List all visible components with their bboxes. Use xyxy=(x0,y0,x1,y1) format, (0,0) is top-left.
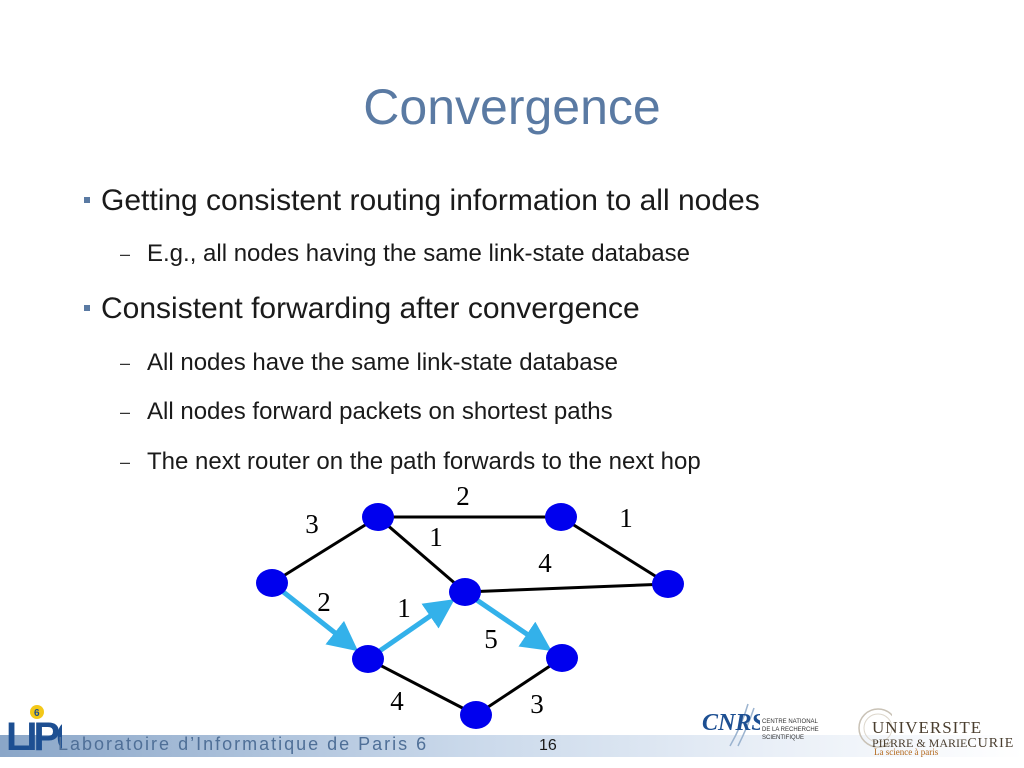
graph-node xyxy=(460,701,492,729)
graph-edge xyxy=(377,515,466,594)
square-bullet-icon xyxy=(84,197,90,203)
graph-edge xyxy=(464,582,669,594)
upmc-tagline: La science à paris xyxy=(874,747,939,757)
lip6-logo: 6 6 LIP6 xyxy=(6,705,62,756)
edge-weight-label: 5 xyxy=(484,624,498,654)
lab-name: Laboratoire d’Informatique de Paris 6 xyxy=(58,734,429,754)
shortest-path-arrow xyxy=(279,588,359,652)
shortest-path-arrow xyxy=(473,596,552,651)
graph-node xyxy=(352,645,384,673)
graph-node xyxy=(362,503,394,531)
svg-text:CNRS: CNRS xyxy=(702,710,760,736)
graph-edge xyxy=(271,515,379,585)
sub-bullet-item: – The next router on the path forwards t… xyxy=(120,448,701,476)
square-bullet-icon xyxy=(84,305,90,311)
sub-bullet-item: – E.g., all nodes having the same link-s… xyxy=(120,240,690,268)
bullet-text: Consistent forwarding after convergence xyxy=(101,292,640,325)
slide-title: Convergence xyxy=(363,79,661,135)
edge-weight-label: 1 xyxy=(619,503,633,533)
bullet-item: Getting consistent routing information t… xyxy=(84,184,760,218)
slide-number: 16 xyxy=(539,737,557,754)
edge-weight-label: 2 xyxy=(317,587,331,617)
shortest-path-arrow xyxy=(376,599,455,655)
edge-weight-label: 3 xyxy=(530,689,544,719)
graph-edge xyxy=(560,515,669,586)
cnrs-logo: CNRS xyxy=(702,703,760,747)
graph-edge xyxy=(367,657,477,717)
graph-node xyxy=(546,644,578,672)
dash-bullet-icon: – xyxy=(120,353,131,373)
graph-edge xyxy=(475,656,563,717)
dash-bullet-icon: – xyxy=(120,402,131,422)
sub-bullet-item: – All nodes have the same link-state dat… xyxy=(120,349,618,377)
edge-weight-label: 4 xyxy=(538,548,552,578)
bullet-item: Consistent forwarding after convergence xyxy=(84,292,640,326)
graph-node xyxy=(449,578,481,606)
graph-node xyxy=(256,569,288,597)
upmc-seal-logo xyxy=(858,708,892,748)
edge-weight-label: 2 xyxy=(456,481,470,511)
sub-bullet-item: – All nodes forward packets on shortest … xyxy=(120,398,613,426)
edge-weight-label: 3 xyxy=(305,509,319,539)
upmc-name: UNIVERSITE xyxy=(872,718,983,737)
edge-weight-label: 1 xyxy=(429,522,443,552)
dash-bullet-icon: – xyxy=(120,452,131,472)
sub-bullet-text: E.g., all nodes having the same link-sta… xyxy=(147,240,690,267)
svg-text:6: 6 xyxy=(34,708,40,719)
upmc-subname: PIERRE & MARIECURIE xyxy=(872,736,1015,751)
sub-bullet-text: All nodes forward packets on shortest pa… xyxy=(147,398,613,425)
footer-band xyxy=(0,735,1024,757)
sub-bullet-text: All nodes have the same link-state datab… xyxy=(147,349,618,376)
sub-bullet-text: The next router on the path forwards to … xyxy=(147,448,701,475)
graph-node xyxy=(652,570,684,598)
svg-text:LIP6: LIP6 xyxy=(6,715,62,756)
edge-weight-label: 4 xyxy=(390,686,404,716)
graph-node xyxy=(545,503,577,531)
dash-bullet-icon: – xyxy=(120,244,131,264)
edge-weight-label: 1 xyxy=(397,593,411,623)
bullet-text: Getting consistent routing information t… xyxy=(101,184,760,217)
cnrs-caption: CENTRE NATIONAL DE LA RECHERCHE SCIENTIF… xyxy=(762,719,819,741)
